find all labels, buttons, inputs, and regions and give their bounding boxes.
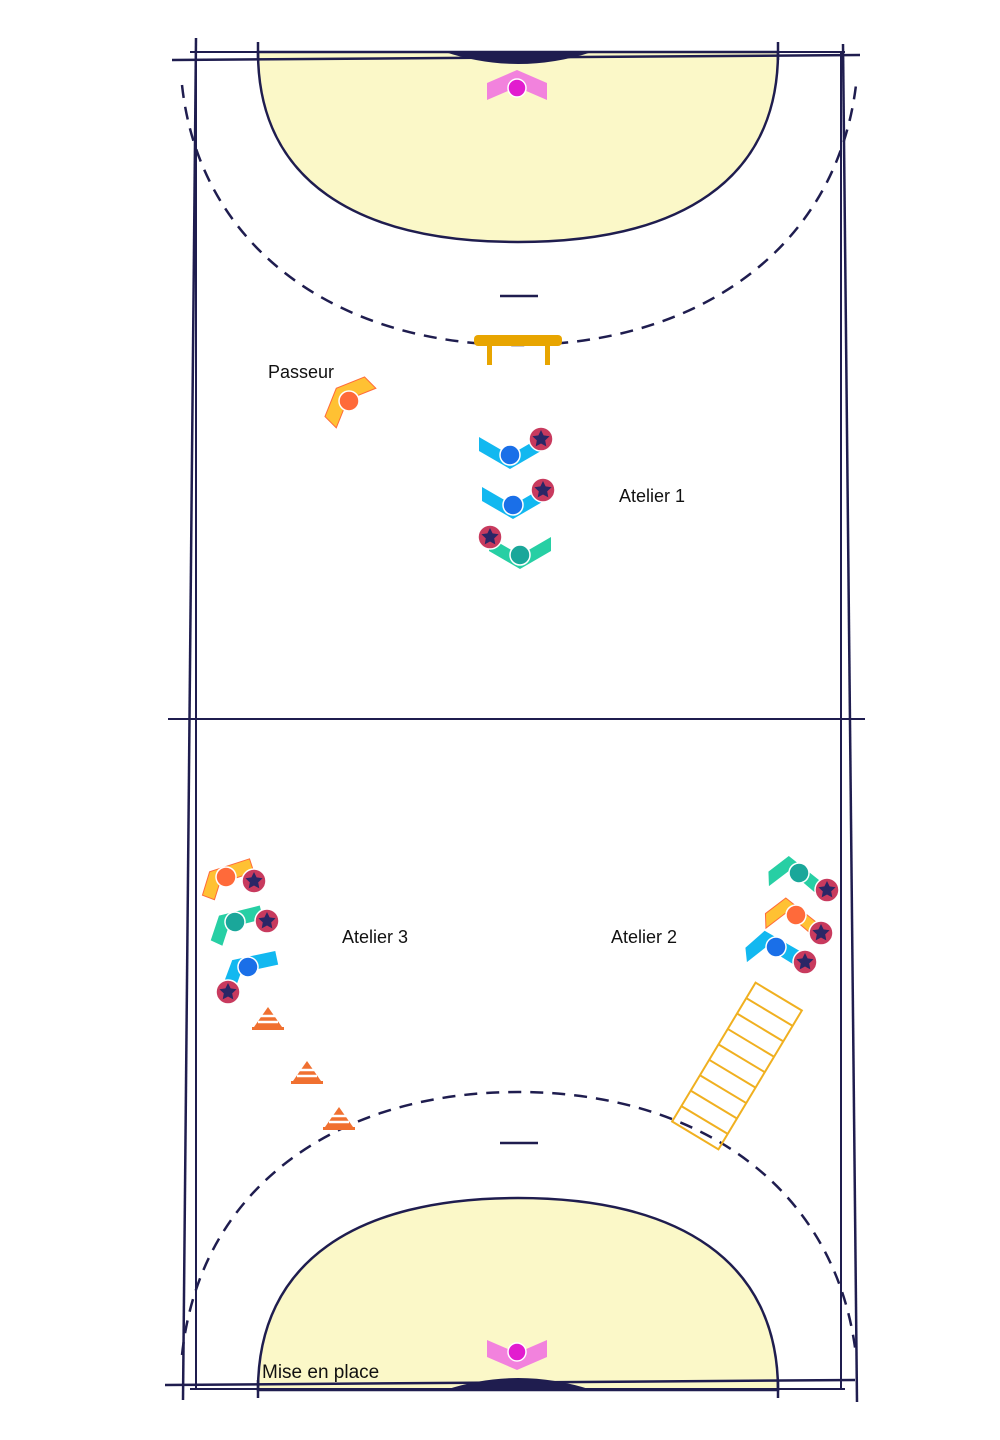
atelier1-ball-2 xyxy=(530,477,556,503)
atelier3-player-orange xyxy=(201,858,255,901)
top-goal xyxy=(445,52,592,64)
goalkeeper-top xyxy=(487,70,547,100)
atelier3-player-blue xyxy=(223,950,279,991)
atelier3-label: Atelier 3 xyxy=(342,927,409,947)
cone-2 xyxy=(289,1059,325,1086)
bottom-goal-area xyxy=(256,1196,780,1392)
atelier1-ball-1 xyxy=(528,426,554,452)
top-goal-area xyxy=(256,50,780,244)
atelier3-ball-1 xyxy=(241,868,267,894)
atelier2-ball-2 xyxy=(808,920,834,946)
atelier1-player-blue-2 xyxy=(482,487,544,519)
goalkeeper-bottom xyxy=(487,1340,547,1370)
atelier3-player-teal xyxy=(210,905,264,946)
bottom-goal xyxy=(445,1378,592,1390)
atelier3-ball-3 xyxy=(215,979,241,1005)
passeur-label: Passeur xyxy=(268,362,335,382)
sideline-right-outer xyxy=(841,43,859,1403)
atelier2-player-teal xyxy=(768,856,827,900)
cone-1 xyxy=(250,1005,286,1032)
bench xyxy=(474,335,562,365)
atelier2-label: Atelier 2 xyxy=(611,927,678,947)
atelier2-player-blue xyxy=(745,930,806,970)
atelier1-player-blue-1 xyxy=(479,437,541,469)
atelier2-ball-3 xyxy=(792,949,818,975)
atelier2-ball-1 xyxy=(814,877,840,903)
passeur-player xyxy=(324,376,377,429)
atelier3-ball-2 xyxy=(254,908,280,934)
bottom-free-throw-line xyxy=(180,1090,858,1356)
atelier1-ball-3 xyxy=(477,524,503,550)
atelier1-player-teal xyxy=(489,537,551,569)
atelier1-label: Atelier 1 xyxy=(619,486,686,506)
cone-3 xyxy=(321,1105,357,1132)
caption-mise-en-place: Mise en place xyxy=(262,1362,380,1383)
agility-ladder xyxy=(670,981,804,1151)
